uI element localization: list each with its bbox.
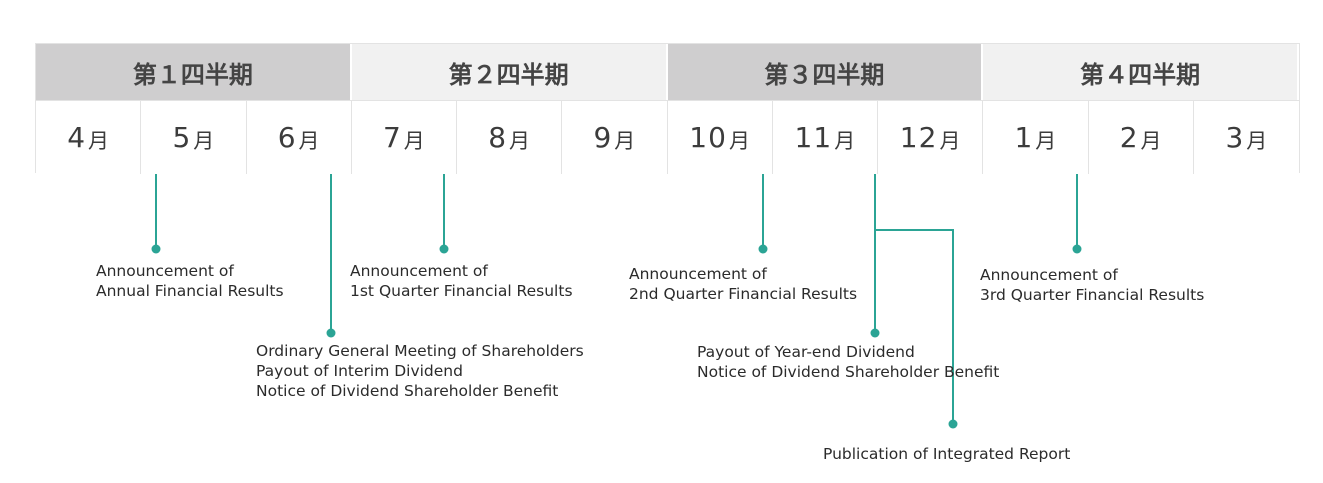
event-line: Payout of Interim Dividend [256, 362, 463, 380]
connector-dot [326, 328, 336, 338]
month-unit: 月 [1246, 128, 1268, 153]
event-line: 2nd Quarter Financial Results [629, 285, 858, 303]
month-number: 4 [67, 121, 87, 154]
month-number: 7 [382, 121, 402, 154]
month-unit: 月 [1140, 128, 1162, 153]
connector-dot [439, 244, 449, 254]
event-q1-results: Announcement of 1st Quarter Financial Re… [350, 261, 573, 301]
connector-dot [151, 244, 161, 254]
event-line: Notice of Dividend Shareholder Benefit [256, 382, 559, 400]
month-number: 5 [172, 121, 192, 154]
event-line: Announcement of [629, 265, 767, 283]
connector-dot [1072, 244, 1082, 254]
month-number: 2 [1119, 121, 1139, 154]
event-line: Announcement of [350, 262, 488, 280]
quarter-4-header: 第４四半期 [983, 44, 1299, 100]
connector-dot [758, 244, 768, 254]
event-line: Publication of Integrated Report [823, 445, 1071, 463]
month-unit: 月 [939, 128, 961, 153]
event-line: Ordinary General Meeting of Shareholders [256, 342, 584, 360]
month-unit: 月 [1035, 128, 1057, 153]
month-number: 10 [689, 121, 727, 154]
event-line: Payout of Year-end Dividend [697, 343, 915, 361]
event-shareholders-meeting: Ordinary General Meeting of Shareholders… [256, 341, 584, 401]
event-line: 1st Quarter Financial Results [350, 282, 573, 300]
quarter-1-header: 第１四半期 [36, 44, 352, 100]
event-line: 3rd Quarter Financial Results [980, 286, 1205, 304]
month-unit: 月 [728, 128, 750, 153]
event-integrated-report: Publication of Integrated Report [823, 444, 1070, 464]
month-unit: 月 [298, 128, 320, 153]
month-unit: 月 [834, 128, 856, 153]
connector-line [875, 229, 954, 424]
event-q2-results: Announcement of 2nd Quarter Financial Re… [629, 264, 857, 304]
month-unit: 月 [88, 128, 110, 153]
connector-dot [948, 419, 958, 429]
event-line: Announcement of [980, 266, 1118, 284]
quarter-2-header: 第２四半期 [351, 44, 668, 100]
event-q3-results: Announcement of 3rd Quarter Financial Re… [980, 265, 1204, 305]
month-unit: 月 [614, 128, 636, 153]
month-number: 12 [899, 121, 938, 154]
quarter-3-header: 第３四半期 [667, 44, 984, 100]
connector-dot [870, 328, 880, 338]
event-year-end-dividend: Payout of Year-end Dividend Notice of Di… [697, 342, 999, 382]
month-number: 11 [794, 121, 833, 154]
event-line: Annual Financial Results [96, 282, 284, 300]
month-number: 9 [593, 121, 613, 154]
event-line: Notice of Dividend Shareholder Benefit [697, 363, 1000, 381]
month-number: 3 [1225, 121, 1245, 154]
month-number: 1 [1014, 121, 1034, 154]
month-unit: 月 [193, 128, 215, 153]
event-annual-results: Announcement of Annual Financial Results [96, 261, 284, 301]
event-line: Announcement of [96, 262, 234, 280]
month-number: 8 [488, 121, 508, 154]
month-unit: 月 [403, 128, 425, 153]
month-number: 6 [277, 121, 297, 154]
month-unit: 月 [509, 128, 531, 153]
